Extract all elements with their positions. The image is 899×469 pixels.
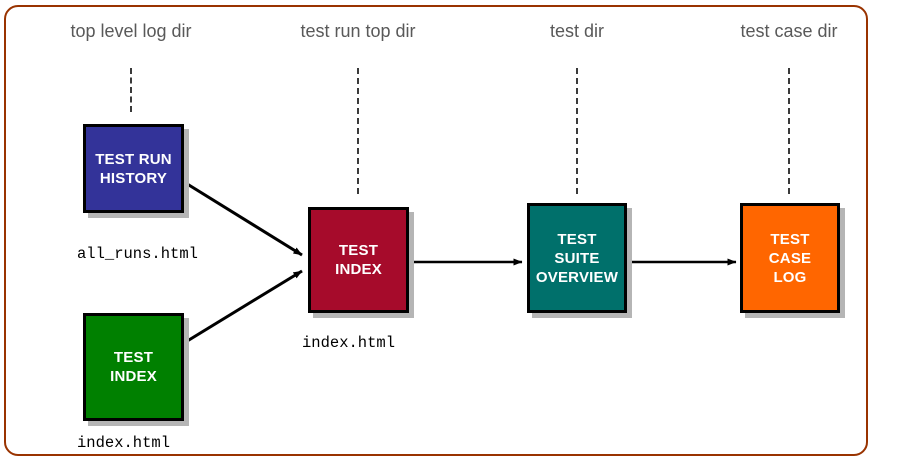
- node-test-run-history-label: TEST RUN HISTORY: [95, 150, 172, 187]
- node-test-index-top-level-label: TEST INDEX: [110, 349, 157, 385]
- diagram-frame: [4, 5, 868, 456]
- guide-line-test-case-dir: [788, 68, 790, 194]
- node-test-case-log[interactable]: TEST CASE LOG: [740, 203, 840, 313]
- guide-line-test-dir: [576, 68, 578, 194]
- column-header-test-dir: test dir: [549, 21, 605, 41]
- node-test-index-top-level[interactable]: TEST INDEX: [83, 313, 184, 421]
- column-header-test-run-top-dir: test run top dir: [300, 21, 416, 41]
- node-test-suite-overview[interactable]: TEST SUITE OVERVIEW: [527, 203, 627, 313]
- caption-index-html-run: index.html: [302, 334, 396, 352]
- guide-line-test-run-top-dir: [357, 68, 359, 194]
- node-test-run-history[interactable]: TEST RUN HISTORY: [83, 124, 184, 213]
- guide-line-top-level-log-dir: [130, 68, 132, 112]
- column-header-test-case-dir: test case dir: [740, 21, 838, 41]
- node-test-case-log-label: TEST CASE LOG: [768, 230, 812, 286]
- node-test-index-run[interactable]: TEST INDEX: [308, 207, 409, 313]
- node-test-suite-overview-label: TEST SUITE OVERVIEW: [535, 230, 619, 286]
- node-test-index-run-label: TEST INDEX: [335, 242, 382, 278]
- caption-index-html-top-level: index.html: [77, 434, 171, 452]
- caption-all-runs-html: all_runs.html: [77, 245, 198, 263]
- column-header-top-level-log-dir: top level log dir: [70, 21, 192, 41]
